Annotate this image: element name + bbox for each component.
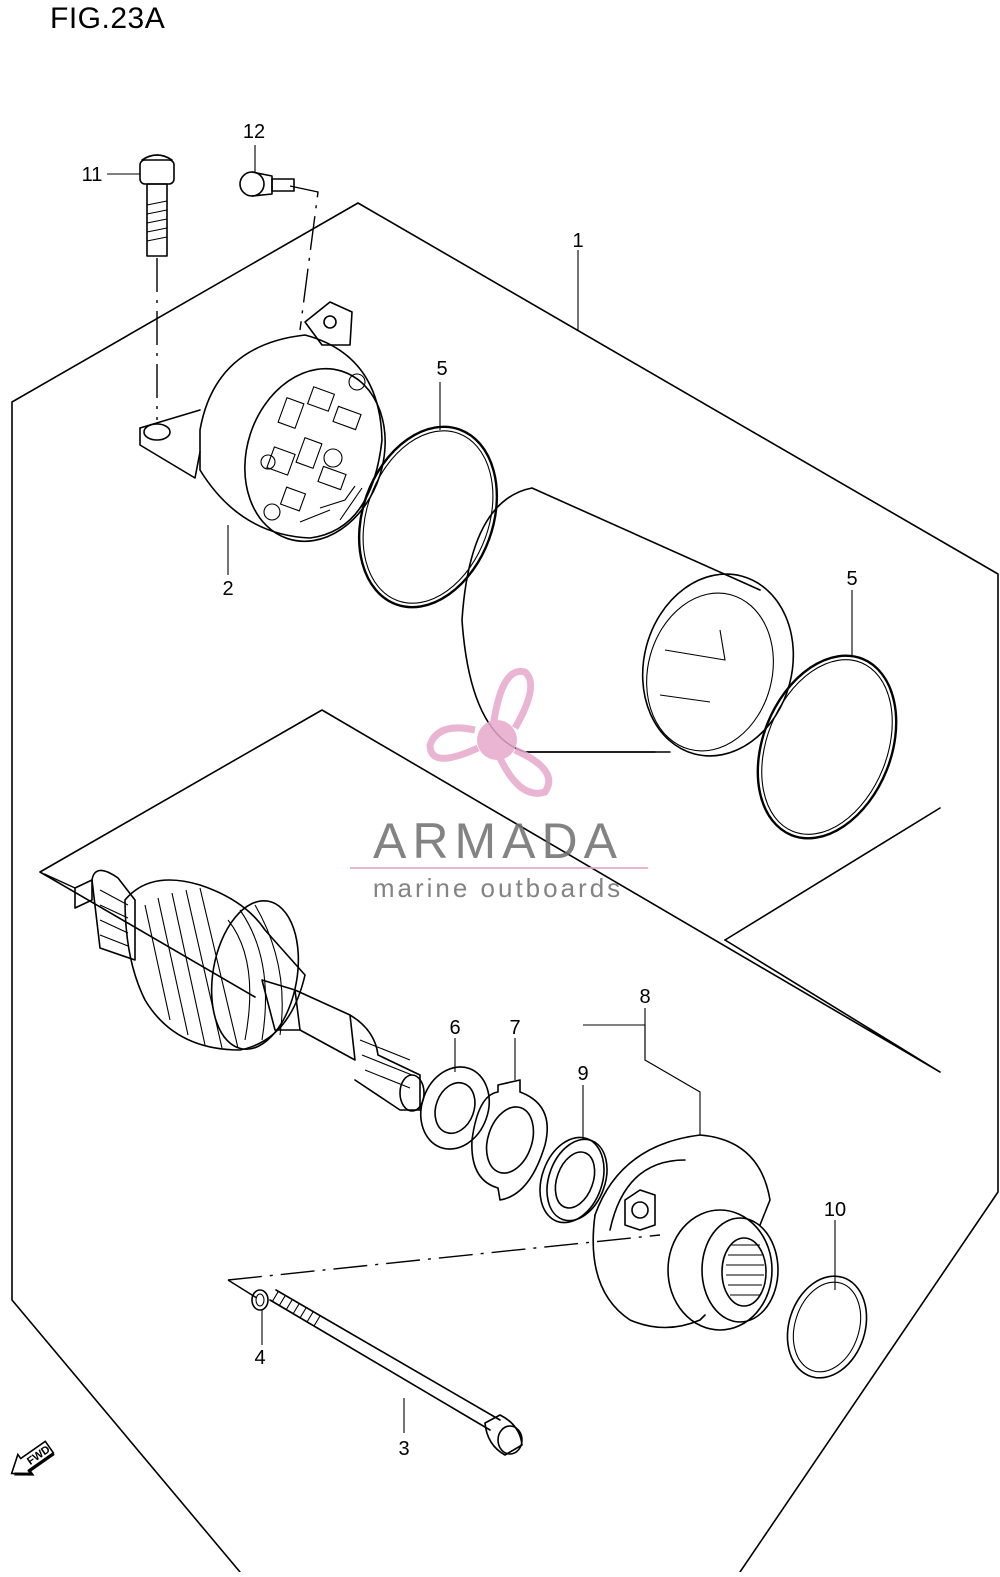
o-ring-part-5-lower <box>756 654 898 840</box>
armature <box>74 869 425 1112</box>
drive-end-housing-part-8 <box>592 1134 779 1331</box>
leader-lines <box>107 145 853 1433</box>
callout-labels: 1 2 3 4 5 5 6 7 8 9 10 11 12 <box>82 121 858 1460</box>
callout-11: 11 <box>82 164 103 186</box>
plate-part-7 <box>471 1079 549 1201</box>
propeller-hub <box>477 720 517 760</box>
callout-10: 10 <box>824 1199 846 1221</box>
washer-part-6 <box>420 1066 490 1150</box>
screw-part-12 <box>239 171 295 197</box>
propeller-icon <box>426 667 553 797</box>
snap-ring-part-10 <box>786 1275 868 1379</box>
figure-title: FIG.23A <box>50 2 166 35</box>
watermark-brand: ARMADA <box>373 813 623 869</box>
callout-2: 2 <box>222 578 233 600</box>
callout-1: 1 <box>572 230 583 252</box>
callout-6: 6 <box>449 1017 460 1039</box>
assembly-boundary <box>11 202 999 1573</box>
watermark-tagline: marine outboards <box>373 873 623 903</box>
callout-7: 7 <box>509 1017 520 1039</box>
callout-5-upper: 5 <box>436 358 447 380</box>
alignment-lines <box>39 185 661 1301</box>
forward-arrow-icon: FWD <box>10 1440 55 1476</box>
motor-yoke <box>461 487 795 757</box>
armature-boundary-right <box>724 807 941 941</box>
washer-part-4 <box>251 1289 269 1311</box>
callout-5-lower: 5 <box>846 568 857 590</box>
callout-12: 12 <box>243 121 265 143</box>
bearing-part-9 <box>539 1136 608 1224</box>
bolt-part-11 <box>139 154 175 257</box>
armada-watermark: ARMADA marine outboards <box>350 667 648 903</box>
callout-4: 4 <box>254 1347 265 1369</box>
callout-9: 9 <box>577 1063 588 1085</box>
armature-boundary <box>39 709 941 1073</box>
o-ring-part-5-upper <box>357 425 499 609</box>
callout-3: 3 <box>398 1438 409 1460</box>
through-bolt-part-3 <box>269 1289 523 1456</box>
brush-holder-part-2 <box>139 301 386 543</box>
callout-8: 8 <box>639 986 650 1008</box>
